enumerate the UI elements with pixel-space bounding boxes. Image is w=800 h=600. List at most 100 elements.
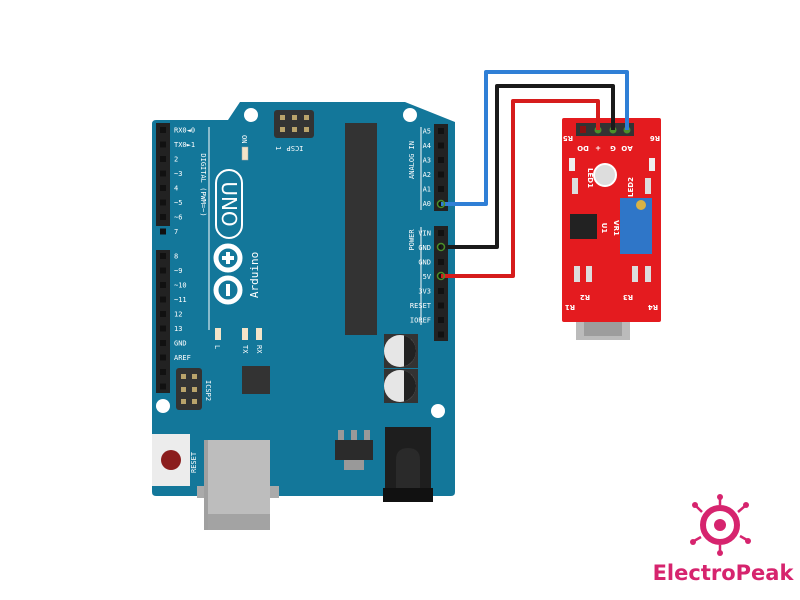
pin-label: 5V bbox=[423, 273, 432, 281]
header-pin[interactable] bbox=[438, 142, 444, 149]
on-label: ON bbox=[240, 135, 248, 143]
pin-label: ~10 bbox=[174, 282, 187, 290]
sensor-pin-label: DO bbox=[577, 144, 589, 152]
digital-header-bottom bbox=[156, 250, 170, 393]
r2-label: R2 bbox=[580, 293, 590, 301]
header-pin[interactable] bbox=[438, 331, 444, 338]
pin-label: A2 bbox=[423, 171, 431, 179]
vr1-label: VR1 bbox=[612, 220, 620, 236]
wire-endpoint bbox=[436, 271, 446, 281]
pin-label: ~3 bbox=[174, 170, 182, 178]
mounting-hole bbox=[156, 399, 170, 413]
wire-black[interactable] bbox=[441, 84, 615, 249]
header-pin[interactable] bbox=[160, 228, 166, 235]
power-label: POWER bbox=[408, 229, 416, 251]
wire-red[interactable] bbox=[441, 99, 600, 278]
header-pin[interactable] bbox=[160, 369, 166, 375]
on-led bbox=[241, 146, 249, 161]
header-pin[interactable] bbox=[160, 354, 166, 361]
sensor-pin-label: + bbox=[595, 144, 601, 152]
wire-endpoint bbox=[436, 242, 446, 252]
rx-label: RX bbox=[255, 345, 263, 354]
pin-label: A5 bbox=[423, 128, 431, 136]
header-pin[interactable] bbox=[438, 288, 444, 294]
pin-label: AREF bbox=[174, 354, 191, 362]
usb-port bbox=[197, 440, 279, 530]
pin-label: ~11 bbox=[174, 296, 187, 304]
u1-label: U1 bbox=[600, 223, 608, 234]
mounting-hole bbox=[431, 404, 445, 418]
pin-label: 7 bbox=[174, 228, 178, 236]
r5-label: R5 bbox=[563, 134, 573, 142]
sensor-pin-label: G bbox=[610, 144, 616, 152]
mic-mount bbox=[593, 163, 617, 187]
board-outline bbox=[152, 102, 455, 496]
potentiometer[interactable] bbox=[620, 198, 652, 254]
tx-label: TX bbox=[241, 345, 249, 354]
header-pin[interactable] bbox=[160, 199, 166, 206]
r4-label: R4 bbox=[648, 303, 658, 311]
icsp2-label: ICSP2 bbox=[204, 380, 212, 401]
header-pin[interactable] bbox=[160, 383, 166, 390]
r6-label: R6 bbox=[650, 134, 660, 142]
tx-led bbox=[242, 328, 248, 340]
sensor-header bbox=[576, 123, 634, 136]
wires bbox=[436, 70, 629, 281]
uno-badge bbox=[215, 169, 243, 239]
r1-label: R1 bbox=[565, 303, 575, 311]
mounting-hole bbox=[244, 108, 258, 122]
header-pin[interactable] bbox=[438, 302, 444, 309]
header-pin[interactable] bbox=[160, 296, 166, 303]
reset-button[interactable] bbox=[152, 434, 190, 486]
electropeak-logo-icon bbox=[690, 494, 751, 556]
header-pin[interactable] bbox=[438, 171, 444, 178]
uno-text: UNO bbox=[217, 181, 241, 226]
header-pin[interactable] bbox=[438, 157, 444, 163]
pin-label: 12 bbox=[174, 311, 182, 319]
header-pin[interactable] bbox=[438, 259, 444, 265]
header-pin[interactable] bbox=[160, 325, 166, 332]
header-pin[interactable] bbox=[160, 127, 166, 133]
pin-label: TX0►1 bbox=[174, 141, 195, 149]
icsp-label: ICSP bbox=[287, 144, 304, 152]
capacitor bbox=[384, 334, 418, 368]
mounting-hole bbox=[403, 108, 417, 122]
icsp-header bbox=[274, 110, 314, 138]
header-pin[interactable] bbox=[438, 317, 444, 323]
header-pin[interactable] bbox=[160, 141, 166, 148]
analog-header bbox=[434, 124, 448, 211]
wire-blue[interactable] bbox=[441, 70, 629, 206]
usb-chip bbox=[242, 366, 270, 394]
header-pin[interactable] bbox=[160, 214, 166, 220]
pin-label: ~5 bbox=[174, 199, 182, 207]
header-pin[interactable] bbox=[438, 230, 444, 236]
arduino-uno-board: RX0◄0TX0►12~34~5~678~9~10~111213GNDAREFA… bbox=[152, 102, 455, 530]
pin-label: A1 bbox=[423, 186, 431, 194]
icsp-pin1-label: 1 bbox=[274, 146, 282, 150]
wire-endpoint bbox=[436, 199, 446, 209]
pin-label: GND bbox=[418, 244, 431, 252]
header-pin[interactable] bbox=[160, 311, 166, 317]
logo-text: ElectroPeak bbox=[653, 561, 795, 585]
header-pin[interactable] bbox=[160, 170, 166, 177]
pin-label: ~9 bbox=[174, 267, 182, 275]
header-pin[interactable] bbox=[160, 282, 166, 288]
header-pin[interactable] bbox=[160, 340, 166, 346]
power-jack bbox=[383, 427, 433, 502]
pin-label: ~6 bbox=[174, 214, 182, 222]
led2-label: LED2 bbox=[627, 177, 635, 197]
header-pin[interactable] bbox=[160, 253, 166, 259]
analog-label: ANALOG IN bbox=[408, 141, 416, 179]
pin-label: IOREF bbox=[410, 317, 431, 325]
header-pin[interactable] bbox=[160, 156, 166, 162]
header-pin[interactable] bbox=[160, 185, 166, 191]
header-pin[interactable] bbox=[438, 128, 444, 134]
header-pin[interactable] bbox=[160, 267, 166, 274]
atmega-chip bbox=[345, 123, 377, 335]
l-label: L bbox=[213, 345, 221, 349]
header-pin[interactable] bbox=[438, 186, 444, 192]
pin-label: 8 bbox=[174, 253, 178, 261]
pin-label: A0 bbox=[423, 200, 431, 208]
